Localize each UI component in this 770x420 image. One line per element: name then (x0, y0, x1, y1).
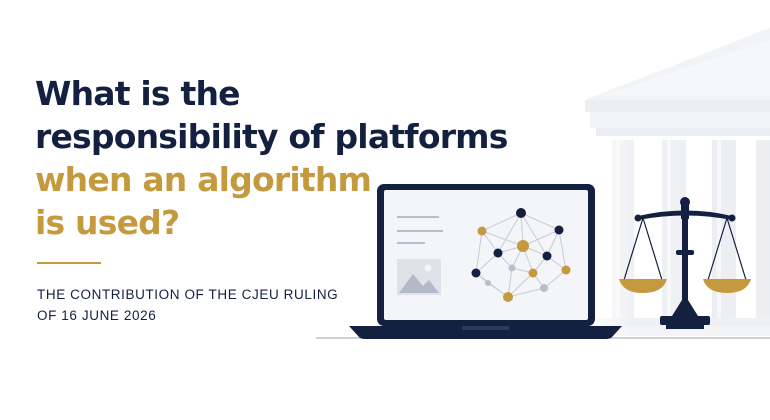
image-placeholder-icon (397, 259, 441, 295)
title-line-2: responsibility of platforms (35, 117, 508, 156)
scales-of-justice-icon (619, 197, 751, 329)
subtitle-line-2: OF 16 JUNE 2026 (37, 308, 157, 323)
page-title: What is the responsibility of platforms … (35, 72, 508, 244)
accent-divider (37, 262, 101, 264)
title-line-1: What is the (35, 74, 241, 113)
network-graph-icon (475, 212, 567, 298)
subtitle-line-1: THE CONTRIBUTION OF THE CJEU RULING (37, 287, 339, 302)
subtitle: THE CONTRIBUTION OF THE CJEU RULING OF 1… (37, 284, 338, 326)
screen-text-lines-icon (397, 216, 443, 244)
title-line-4: is used? (35, 203, 180, 242)
network-nodes (471, 208, 571, 302)
title-line-3: when an algorithm (35, 160, 372, 199)
